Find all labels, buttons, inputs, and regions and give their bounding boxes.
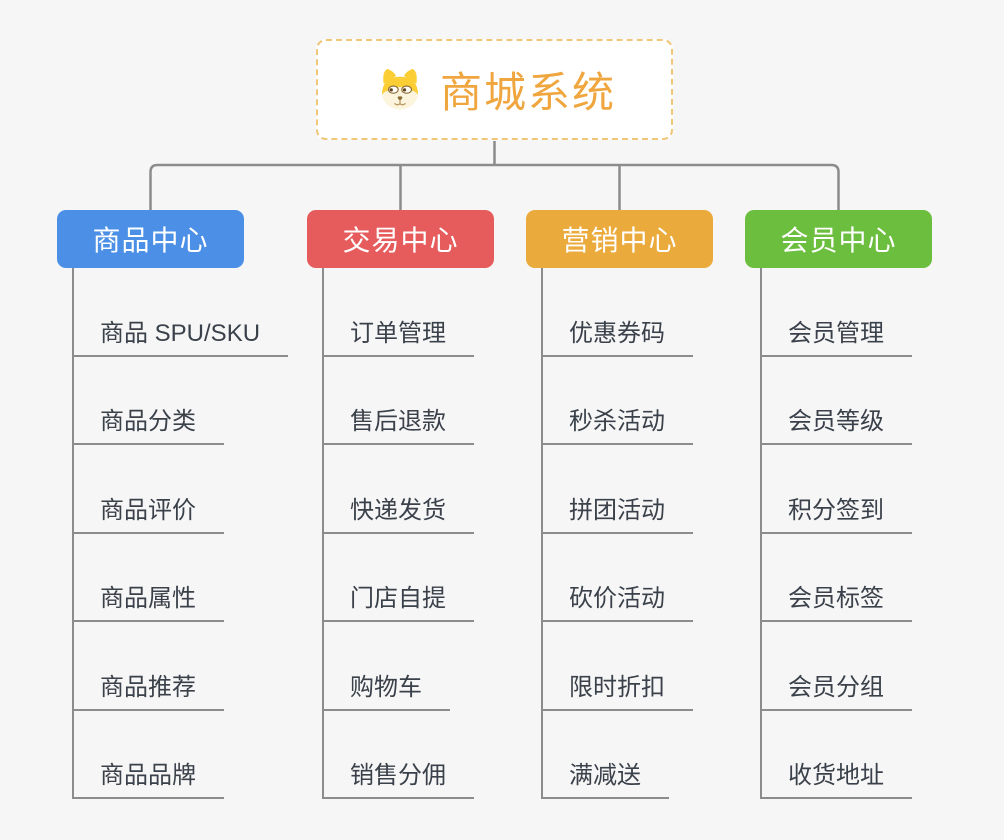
mindmap-item[interactable]: 会员标签: [761, 534, 912, 622]
mindmap-item[interactable]: 优惠券码: [542, 268, 693, 357]
item-label: 秒杀活动: [542, 401, 693, 445]
branch-items-trade-center: 订单管理 售后退款 快递发货 门店自提 购物车 销售分佣: [322, 268, 474, 799]
item-label: 拼团活动: [542, 490, 693, 534]
mindmap-item[interactable]: 会员分组: [761, 622, 912, 711]
item-label: 满减送: [542, 755, 669, 799]
mindmap-item[interactable]: 门店自提: [323, 534, 474, 622]
mindmap-item[interactable]: 会员等级: [761, 357, 912, 445]
item-label: 快递发货: [323, 490, 474, 534]
branch-label: 营销中心: [561, 225, 678, 256]
mindmap-item[interactable]: 销售分佣: [323, 711, 474, 799]
branch-label: 会员中心: [780, 225, 897, 256]
mindmap-item[interactable]: 商品评价: [73, 445, 288, 534]
root-node[interactable]: 商城系统: [316, 39, 673, 140]
item-label: 限时折扣: [542, 667, 693, 711]
branch-node-product-center[interactable]: 商品中心: [57, 210, 244, 268]
item-label: 商品品牌: [73, 755, 224, 799]
mindmap-item[interactable]: 商品品牌: [73, 711, 288, 799]
branch-items-marketing-center: 优惠券码 秒杀活动 拼团活动 砍价活动 限时折扣 满减送: [541, 268, 693, 799]
mindmap-item[interactable]: 商品属性: [73, 534, 288, 622]
branch-items-member-center: 会员管理 会员等级 积分签到 会员标签 会员分组 收货地址: [760, 268, 912, 799]
mindmap-item[interactable]: 限时折扣: [542, 622, 693, 711]
mindmap-item[interactable]: 秒杀活动: [542, 357, 693, 445]
mindmap-item[interactable]: 满减送: [542, 711, 693, 799]
item-label: 售后退款: [323, 401, 474, 445]
item-label: 商品推荐: [73, 667, 224, 711]
item-label: 积分签到: [761, 490, 912, 534]
item-label: 会员等级: [761, 401, 912, 445]
item-label: 销售分佣: [323, 755, 474, 799]
item-label: 砍价活动: [542, 578, 693, 622]
mindmap-item[interactable]: 售后退款: [323, 357, 474, 445]
item-label: 商品 SPU/SKU: [73, 313, 289, 357]
mindmap-item[interactable]: 商品推荐: [73, 622, 288, 711]
item-label: 订单管理: [323, 313, 474, 357]
branch-node-marketing-center[interactable]: 营销中心: [526, 210, 713, 268]
shiba-dog-icon: [382, 68, 418, 110]
item-label: 优惠券码: [542, 313, 693, 357]
branch-items-product-center: 商品 SPU/SKU 商品分类 商品评价 商品属性 商品推荐 商品品牌: [71, 268, 289, 799]
root-title: 商城系统: [439, 69, 616, 116]
item-label: 门店自提: [323, 578, 474, 622]
branch-label: 交易中心: [342, 225, 459, 256]
mindmap-item[interactable]: 会员管理: [761, 268, 912, 357]
branch-label: 商品中心: [92, 225, 209, 256]
mindmap-item[interactable]: 购物车: [323, 622, 474, 711]
mindmap-item[interactable]: 砍价活动: [542, 534, 693, 622]
branch-node-trade-center[interactable]: 交易中心: [307, 210, 494, 268]
item-label: 商品评价: [73, 490, 224, 534]
mindmap-item[interactable]: 收货地址: [761, 711, 912, 799]
mindmap-item[interactable]: 商品 SPU/SKU: [73, 268, 289, 357]
item-label: 购物车: [323, 667, 450, 711]
branch-node-member-center[interactable]: 会员中心: [745, 210, 932, 268]
item-label: 商品属性: [73, 578, 224, 622]
item-label: 会员分组: [761, 667, 912, 711]
mindmap-item[interactable]: 订单管理: [323, 268, 474, 357]
mindmap-item[interactable]: 积分签到: [761, 445, 912, 534]
item-label: 会员标签: [761, 578, 912, 622]
item-label: 商品分类: [73, 401, 224, 445]
item-label: 收货地址: [761, 755, 912, 799]
mindmap-item[interactable]: 快递发货: [323, 445, 474, 534]
mindmap-item[interactable]: 拼团活动: [542, 445, 693, 534]
mindmap-item[interactable]: 商品分类: [73, 357, 288, 445]
item-label: 会员管理: [761, 313, 912, 357]
